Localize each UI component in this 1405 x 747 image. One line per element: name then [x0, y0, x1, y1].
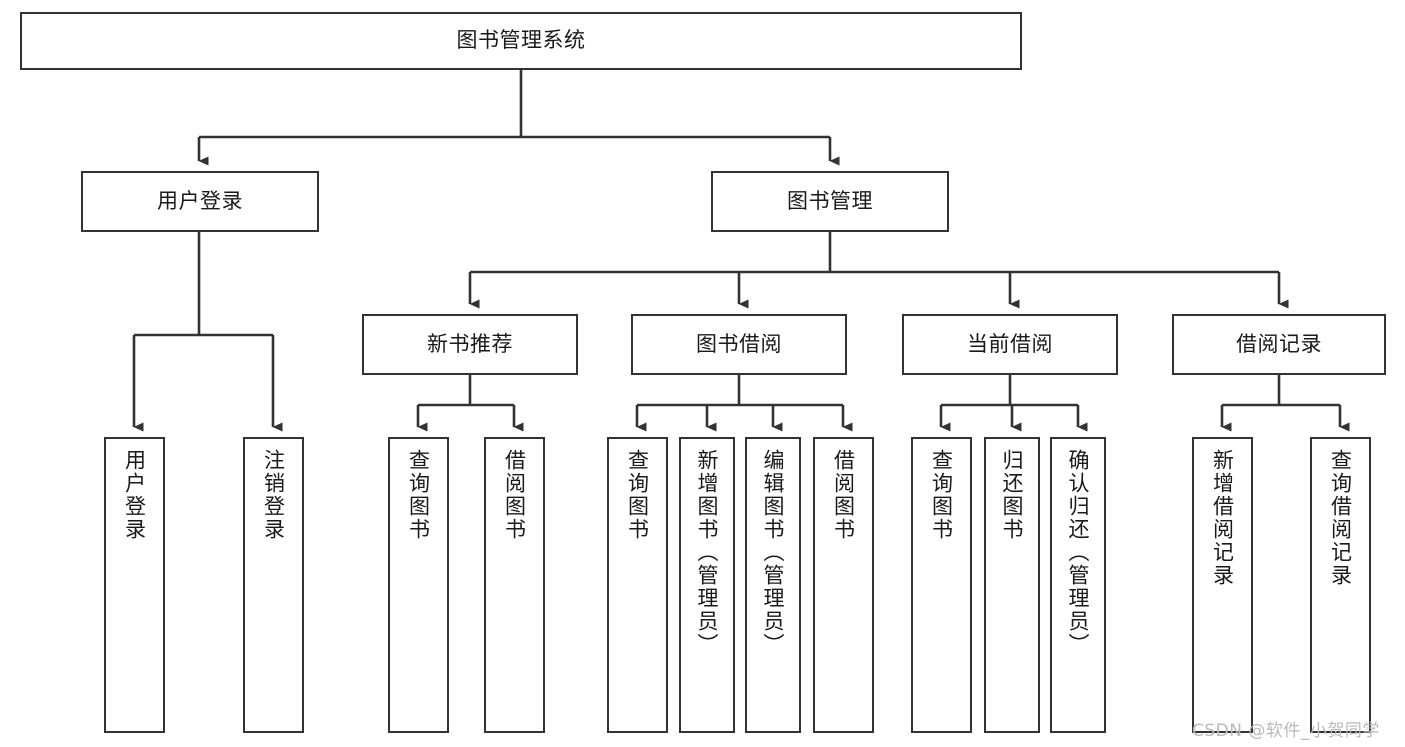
node-leaf-add-record[interactable]: 新增借阅记录: [1192, 437, 1253, 733]
node-leaf-query-book-1[interactable]: 查询图书: [388, 437, 449, 733]
new-book-rec-to-leaves-connectors: [416, 375, 524, 432]
node-leaf-query-book-2[interactable]: 查询图书: [607, 437, 668, 733]
node-leaf-confirm-return-label: 确认归还（管理员）: [1066, 449, 1091, 656]
node-current-borrow-label: 当前借阅: [967, 331, 1053, 356]
node-book-borrow[interactable]: 图书借阅: [631, 314, 847, 375]
node-leaf-return-book-label: 归还图书: [1000, 449, 1025, 541]
root-to-level2-connectors: [197, 70, 840, 166]
node-user-login-label: 用户登录: [157, 188, 243, 213]
node-leaf-user-logout[interactable]: 注销登录: [243, 437, 304, 733]
borrow-record-to-leaves-connectors: [1220, 375, 1350, 432]
node-leaf-edit-book-label: 编辑图书（管理员）: [761, 449, 786, 656]
node-book-manage[interactable]: 图书管理: [711, 171, 949, 232]
node-leaf-confirm-return[interactable]: 确认归还（管理员）: [1050, 437, 1106, 733]
node-leaf-return-book[interactable]: 归还图书: [984, 437, 1040, 733]
node-leaf-borrow-book-2-label: 借阅图书: [831, 449, 856, 541]
node-leaf-add-book[interactable]: 新增图书（管理员）: [679, 437, 735, 733]
node-leaf-add-record-label: 新增借阅记录: [1210, 449, 1235, 587]
node-borrow-record-label: 借阅记录: [1236, 331, 1322, 356]
csdn-watermark: CSDN @软件_小贺同学: [1192, 721, 1380, 741]
user-login-to-leaves-connectors: [132, 232, 283, 432]
node-leaf-user-logout-label: 注销登录: [261, 449, 286, 541]
node-leaf-add-book-label: 新增图书（管理员）: [695, 449, 720, 656]
node-root-label: 图书管理系统: [456, 28, 586, 53]
node-new-book-rec[interactable]: 新书推荐: [362, 314, 578, 375]
node-leaf-query-book-1-label: 查询图书: [406, 449, 431, 541]
node-leaf-borrow-book-1[interactable]: 借阅图书: [484, 437, 545, 733]
book-borrow-to-leaves-connectors: [635, 375, 853, 432]
node-leaf-user-login[interactable]: 用户登录: [104, 437, 165, 733]
current-borrow-to-leaves-connectors: [939, 375, 1088, 432]
node-leaf-query-book-2-label: 查询图书: [625, 449, 650, 541]
node-user-login[interactable]: 用户登录: [81, 171, 319, 232]
node-leaf-borrow-book-2[interactable]: 借阅图书: [813, 437, 874, 733]
node-leaf-query-record-label: 查询借阅记录: [1328, 449, 1353, 587]
node-root[interactable]: 图书管理系统: [20, 12, 1022, 70]
node-leaf-borrow-book-1-label: 借阅图书: [502, 449, 527, 541]
node-leaf-user-login-label: 用户登录: [122, 449, 147, 541]
node-new-book-rec-label: 新书推荐: [427, 331, 513, 356]
node-leaf-edit-book[interactable]: 编辑图书（管理员）: [745, 437, 801, 733]
node-leaf-query-book-3-label: 查询图书: [929, 449, 954, 541]
node-leaf-query-book-3[interactable]: 查询图书: [911, 437, 972, 733]
node-leaf-query-record[interactable]: 查询借阅记录: [1310, 437, 1371, 733]
node-book-manage-label: 图书管理: [787, 188, 873, 213]
node-current-borrow[interactable]: 当前借阅: [902, 314, 1118, 375]
book-manage-to-level3-connectors: [468, 232, 1289, 309]
node-borrow-record[interactable]: 借阅记录: [1172, 314, 1386, 375]
node-book-borrow-label: 图书借阅: [696, 331, 782, 356]
